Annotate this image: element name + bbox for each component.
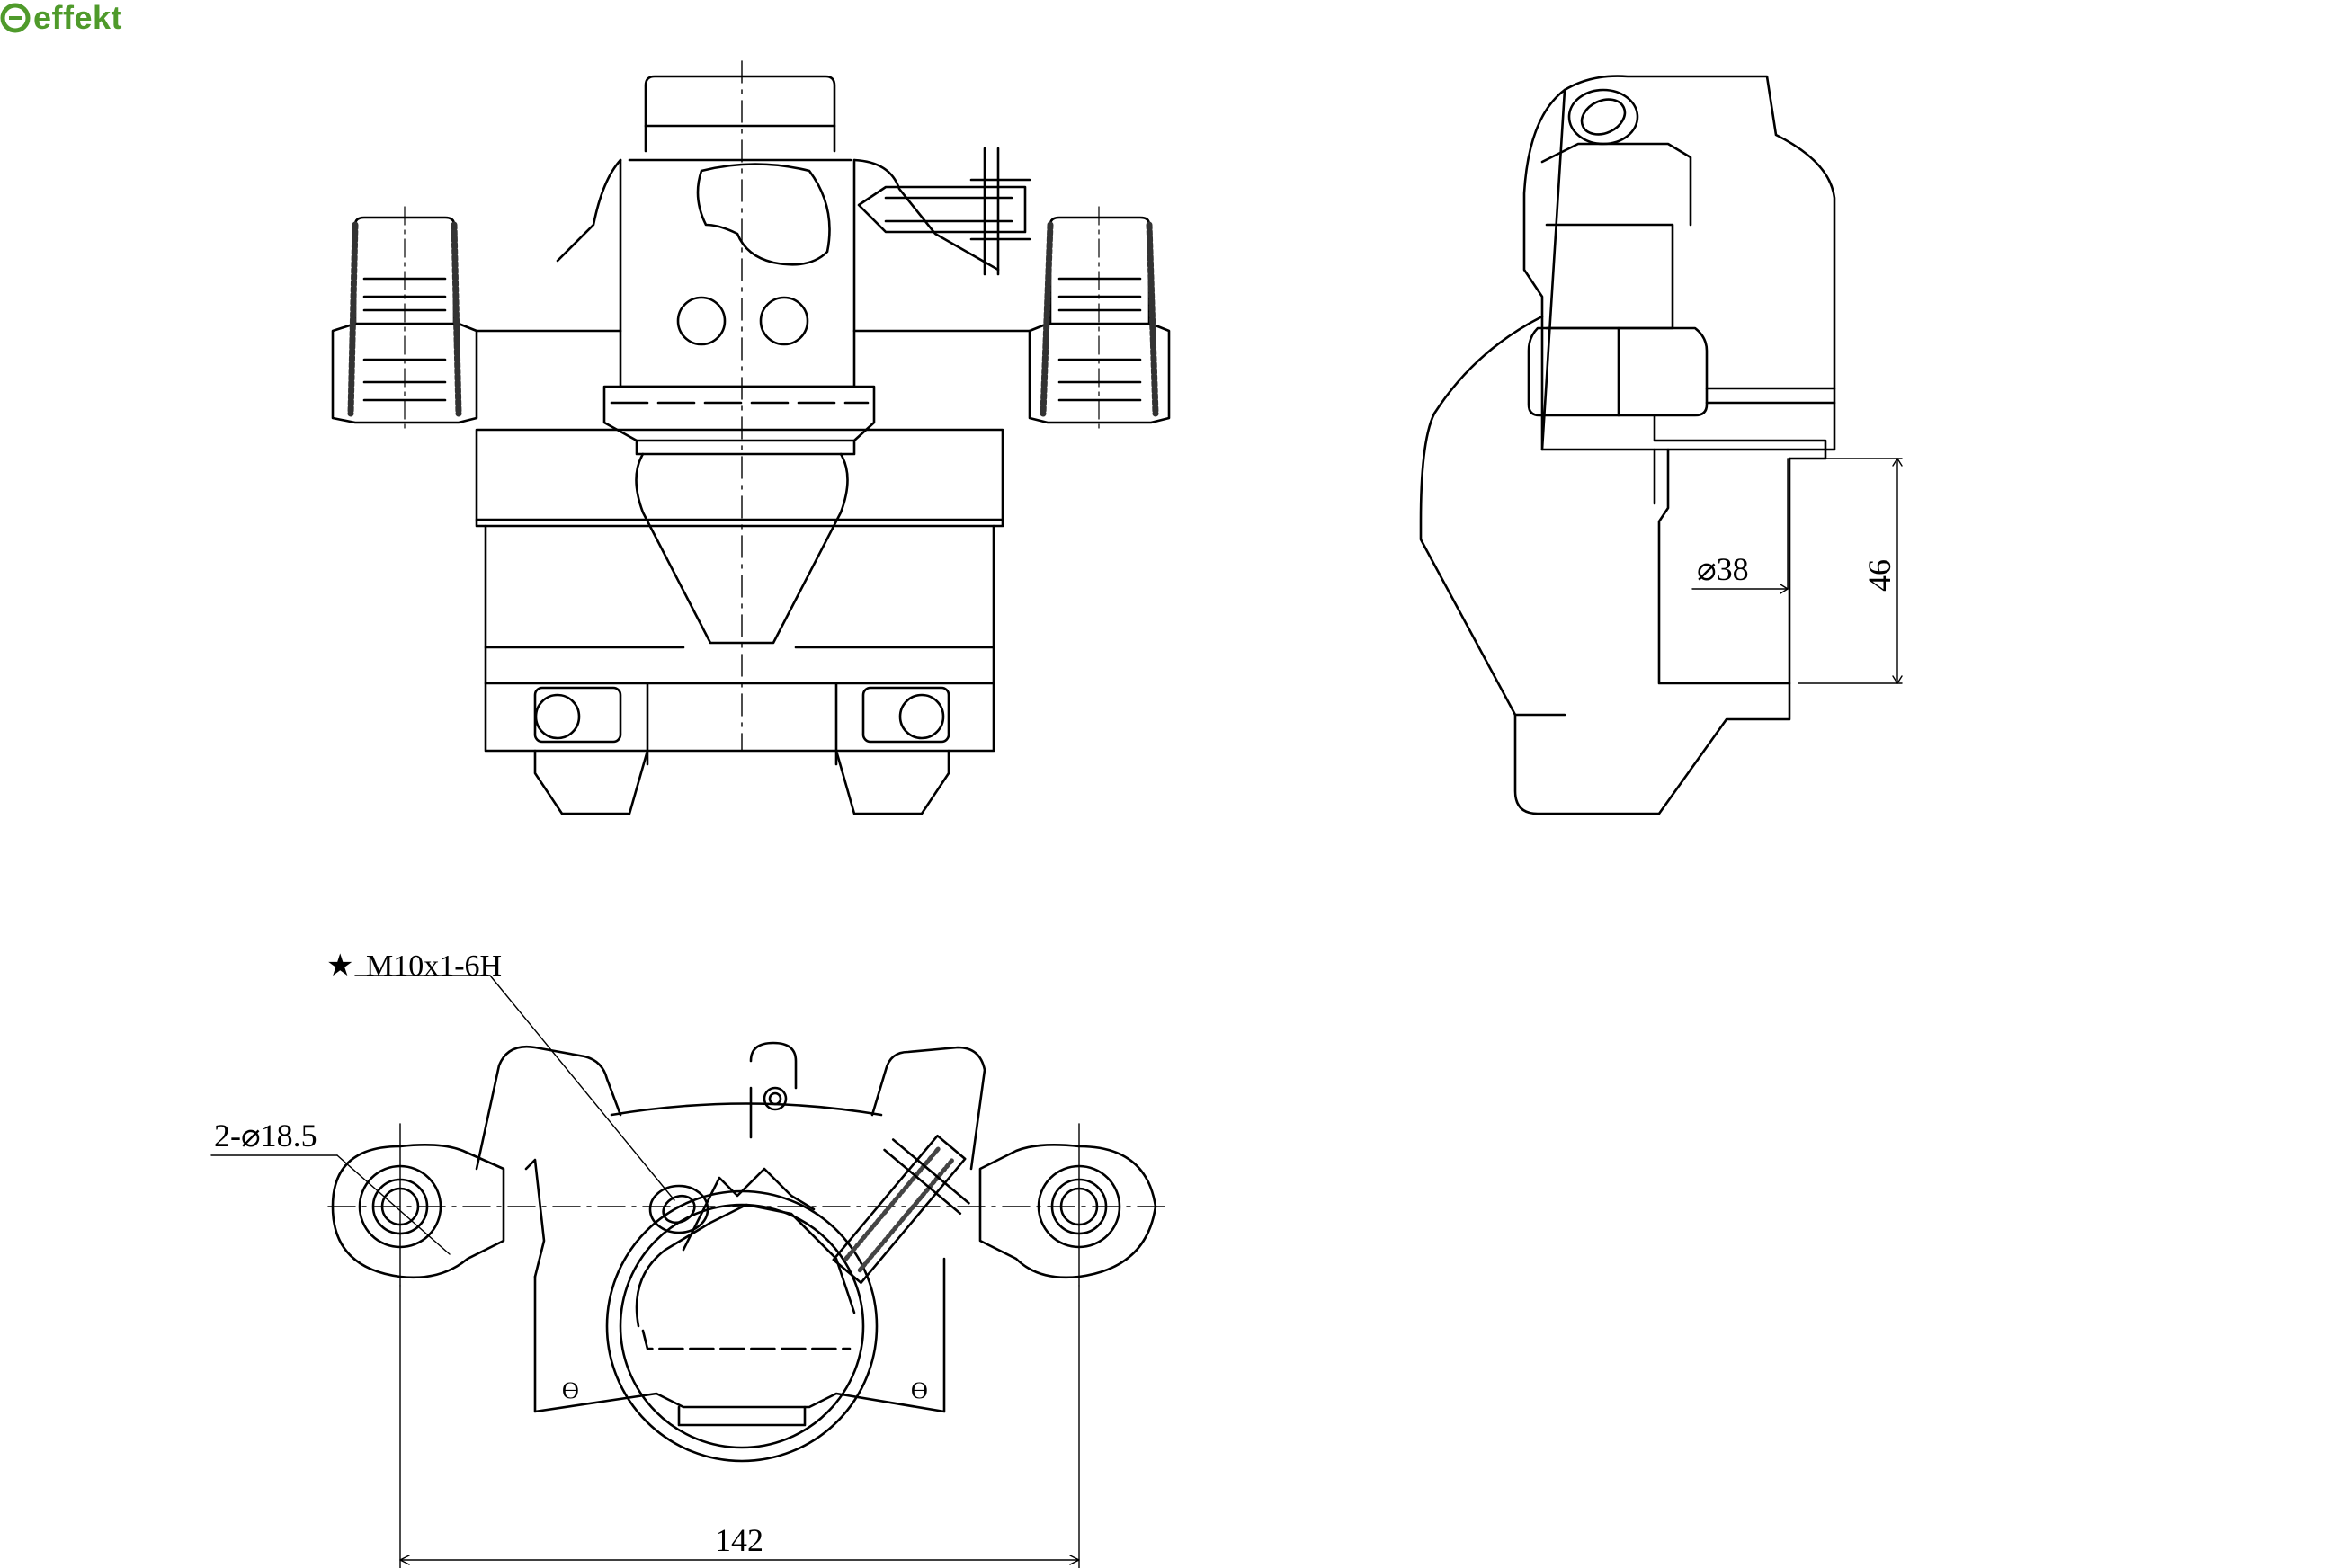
brand-name: effekt bbox=[33, 0, 123, 36]
bolt-mark-left: ϴ bbox=[562, 1377, 579, 1403]
side-view-dimensions bbox=[1691, 458, 1903, 684]
bottom-view-dimensions bbox=[210, 975, 1080, 1568]
left-guide-pin bbox=[331, 206, 622, 432]
side-view bbox=[1419, 75, 1836, 815]
right-guide-pin bbox=[852, 206, 1171, 432]
thread-spec-label: M10x1-6H bbox=[366, 949, 502, 983]
front-view bbox=[331, 60, 1171, 815]
brand-logo: effekt bbox=[0, 0, 122, 36]
mount-hole-label: 2-⌀18.5 bbox=[214, 1118, 317, 1154]
bore-diameter-label: ⌀38 bbox=[1697, 551, 1749, 587]
brand-logo-icon bbox=[0, 3, 31, 33]
piston-height-label: 46 bbox=[1861, 559, 1897, 592]
thread-marker-icon: ★ bbox=[326, 949, 353, 983]
bottom-view: ϴ ϴ bbox=[327, 1041, 1170, 1463]
bolt-mark-right: ϴ bbox=[911, 1377, 928, 1403]
mount-spacing-label: 142 bbox=[715, 1522, 763, 1558]
